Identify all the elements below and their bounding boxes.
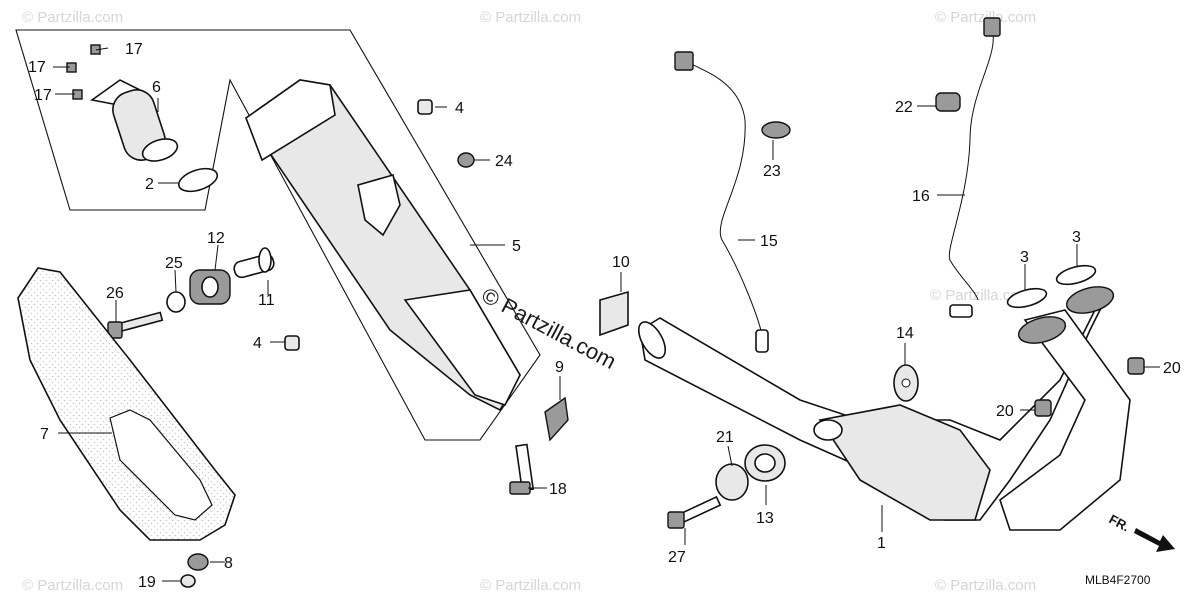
callout-16: 16 xyxy=(912,188,930,205)
washer-part-25 xyxy=(166,291,186,313)
callout-4: 4 xyxy=(455,100,464,117)
gasket-part-3-right xyxy=(1055,264,1097,286)
callout-6: 6 xyxy=(152,79,161,96)
callout-10: 10 xyxy=(612,254,630,271)
bolt-part-26 xyxy=(107,311,164,339)
callout-12: 12 xyxy=(207,230,225,247)
callout-21: 21 xyxy=(716,429,734,446)
callout-7: 7 xyxy=(40,426,49,443)
fr-label: FR. xyxy=(1107,511,1133,534)
callout-24: 24 xyxy=(495,153,513,170)
callout-5: 5 xyxy=(512,238,521,255)
arrow-right-icon xyxy=(1134,528,1175,552)
bolts-part-17 xyxy=(66,44,101,100)
grommet-part-13 xyxy=(744,444,786,482)
diagram-code: MLB4F2700 xyxy=(1085,573,1151,587)
watermark-text: © Partzilla.com xyxy=(935,577,1036,594)
nut-part-20-right xyxy=(1127,357,1145,375)
o2-sensor-part-15 xyxy=(674,51,769,353)
exhaust-pipe-part-1 xyxy=(637,286,1131,531)
gasket-part-3-left xyxy=(1006,287,1048,309)
callout-19: 19 xyxy=(138,574,156,591)
callout-2: 2 xyxy=(145,176,154,193)
callout-17: 17 xyxy=(34,87,52,104)
callout-17: 17 xyxy=(125,41,143,58)
callout-20: 20 xyxy=(996,403,1014,420)
callout-23: 23 xyxy=(763,163,781,180)
callout-3: 3 xyxy=(1020,249,1029,266)
clamp-part-22 xyxy=(935,92,961,112)
callout-14: 14 xyxy=(896,325,914,342)
watermark-text: © Partzilla.com xyxy=(22,577,123,594)
o2-sensor-part-16 xyxy=(948,17,1001,318)
watermark-text: © Partzilla.com xyxy=(930,287,1031,304)
bolt-part-27 xyxy=(667,495,722,529)
callout-1: 1 xyxy=(877,535,886,552)
callout-15: 15 xyxy=(760,233,778,250)
callout-18: 18 xyxy=(549,481,567,498)
callout-20: 20 xyxy=(1163,360,1181,377)
gasket-ring-part-2 xyxy=(177,167,219,193)
bolt-part-18 xyxy=(509,443,535,495)
callout-22: 22 xyxy=(895,99,913,116)
grommet-part-4-lower xyxy=(284,335,300,351)
callout-26: 26 xyxy=(106,285,124,302)
damper-rubber-part-12 xyxy=(189,269,231,305)
callout-3: 3 xyxy=(1072,229,1081,246)
muffler-body-part-5 xyxy=(244,79,521,412)
front-direction-indicator: FR. xyxy=(1107,511,1175,552)
callout-27: 27 xyxy=(668,549,686,566)
nut-part-20-left xyxy=(1034,399,1052,417)
clamp-part-9 xyxy=(544,396,569,442)
watermark-text: © Partzilla.com xyxy=(480,9,581,26)
watermark-text: © Partzilla.com xyxy=(480,577,581,594)
gasket-part-10 xyxy=(599,290,629,337)
grommet-part-4-top xyxy=(417,99,433,115)
watermark-text: © Partzilla.com xyxy=(22,9,123,26)
callout-17: 17 xyxy=(28,59,46,76)
inlet-pipe-part-6 xyxy=(90,79,179,162)
heat-shield-part-7 xyxy=(17,267,236,541)
collar-part-11 xyxy=(233,247,275,279)
gasket-part-21 xyxy=(715,463,749,501)
gasket-part-14 xyxy=(893,364,919,402)
nut-part-8 xyxy=(187,553,209,571)
washer-part-24 xyxy=(457,152,475,168)
callout-11: 11 xyxy=(258,292,275,309)
clip-part-23 xyxy=(761,121,791,139)
leader-lines xyxy=(53,47,1160,582)
cap-part-19 xyxy=(180,574,196,588)
callout-labels: 17 17 17 6 2 4 24 5 12 25 26 11 4 7 8 19… xyxy=(28,41,1181,591)
callout-13: 13 xyxy=(756,510,774,527)
callout-9: 9 xyxy=(555,359,564,376)
callout-4: 4 xyxy=(253,335,262,352)
watermark-repeats: © Partzilla.com © Partzilla.com © Partzi… xyxy=(22,9,1036,594)
callout-8: 8 xyxy=(224,555,233,572)
muffler-group-outline xyxy=(15,29,541,441)
callout-25: 25 xyxy=(165,255,183,272)
